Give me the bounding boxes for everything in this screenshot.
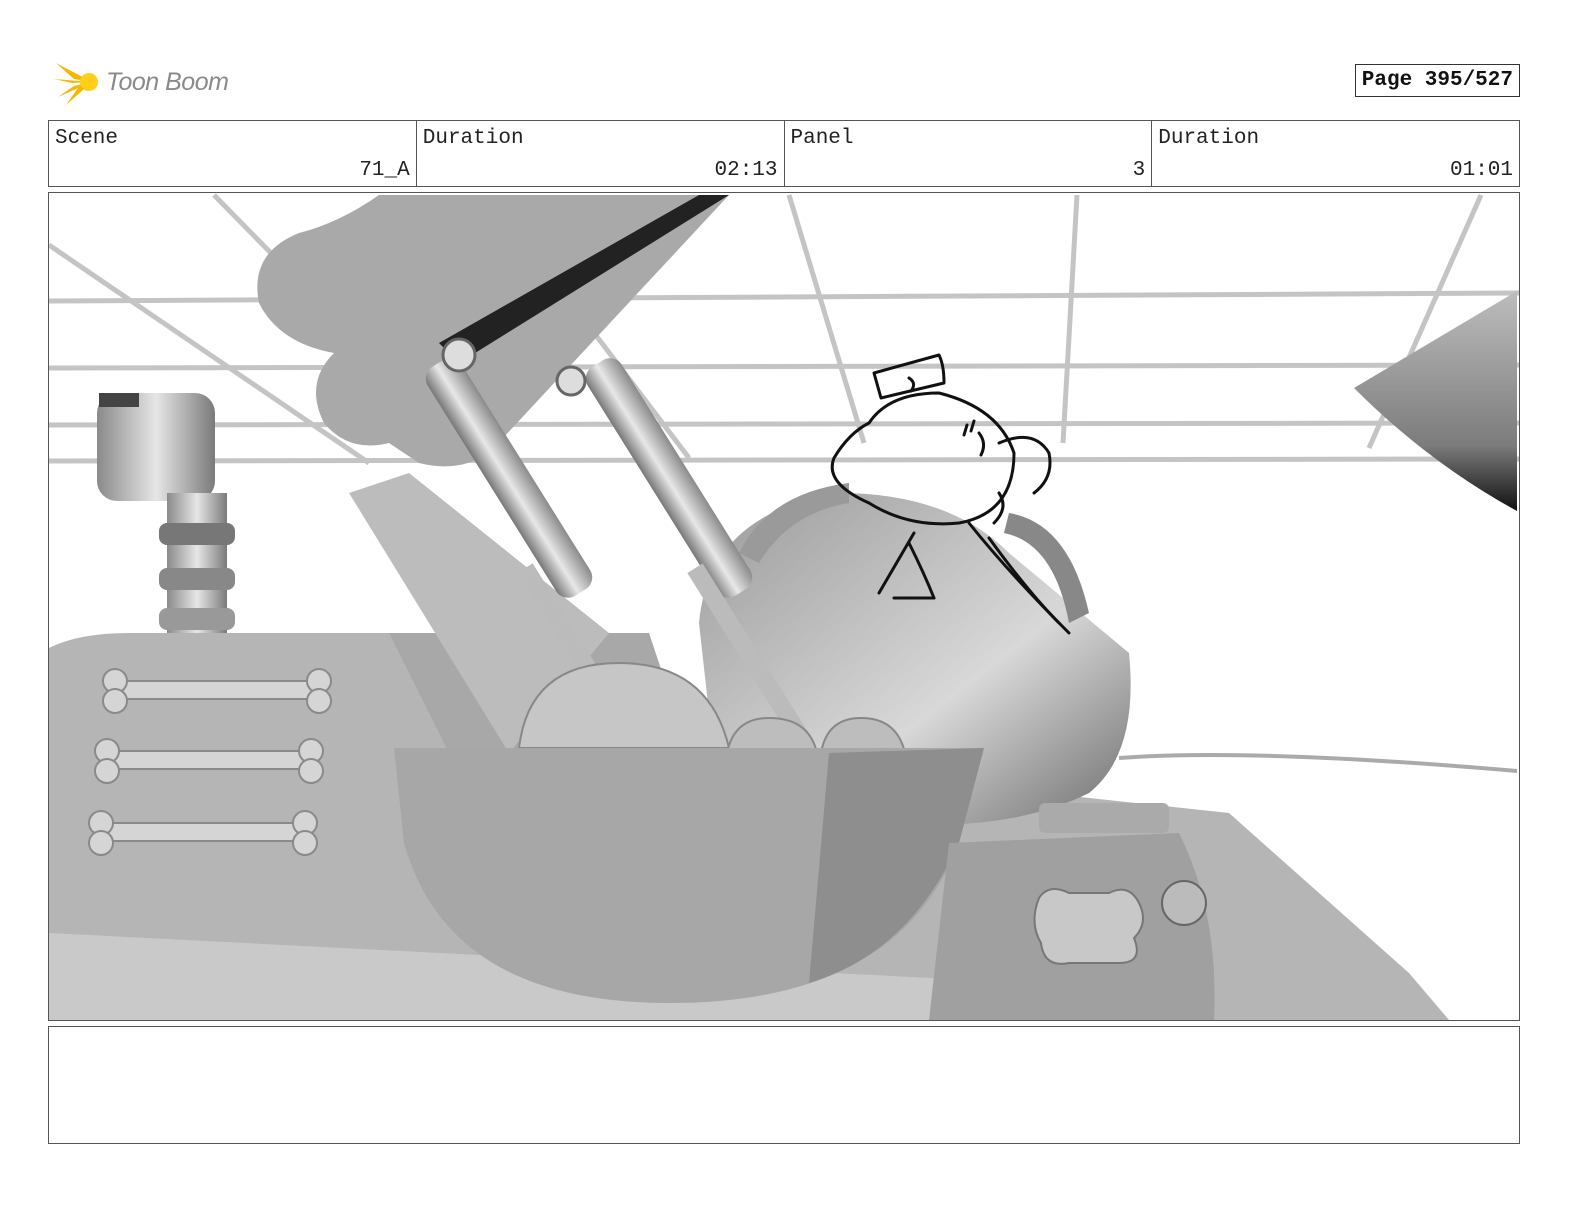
bone-decorations [88,668,332,856]
riveted-joints [517,661,907,754]
scene-cell: Scene 71_A [49,121,417,186]
panel-notes-box [48,1026,1520,1144]
base-right [929,803,1215,1020]
character-sketch [830,353,1071,635]
machine-column [97,393,235,633]
panel-label: Panel [790,127,854,150]
cone-object [1354,291,1517,511]
panel-value: 3 [1132,159,1146,182]
scene-value: 71_A [359,159,410,182]
excavator-arm [257,195,729,753]
toon-boom-star-icon [54,63,98,105]
panel-cell: Panel 3 [785,121,1153,186]
page-number: Page 395/527 [1354,64,1520,97]
toon-boom-logo: Toon Boom [52,56,229,108]
panel-duration-value: 01:01 [1449,159,1513,182]
storyboard-image [49,193,1519,1020]
panel-duration-label: Duration [1158,127,1260,150]
storyboard-panel [48,192,1520,1021]
scene-label: Scene [55,127,119,150]
scene-duration-value: 02:13 [714,159,778,182]
logo-text: Toon Boom [106,67,229,96]
scene-info-table: Scene 71_A Duration 02:13 Panel 3 Durati… [48,120,1520,187]
panel-duration-cell: Duration 01:01 [1152,121,1519,186]
scene-duration-label: Duration [422,127,524,150]
background-grid [49,193,1519,466]
scene-duration-cell: Duration 02:13 [417,121,785,186]
